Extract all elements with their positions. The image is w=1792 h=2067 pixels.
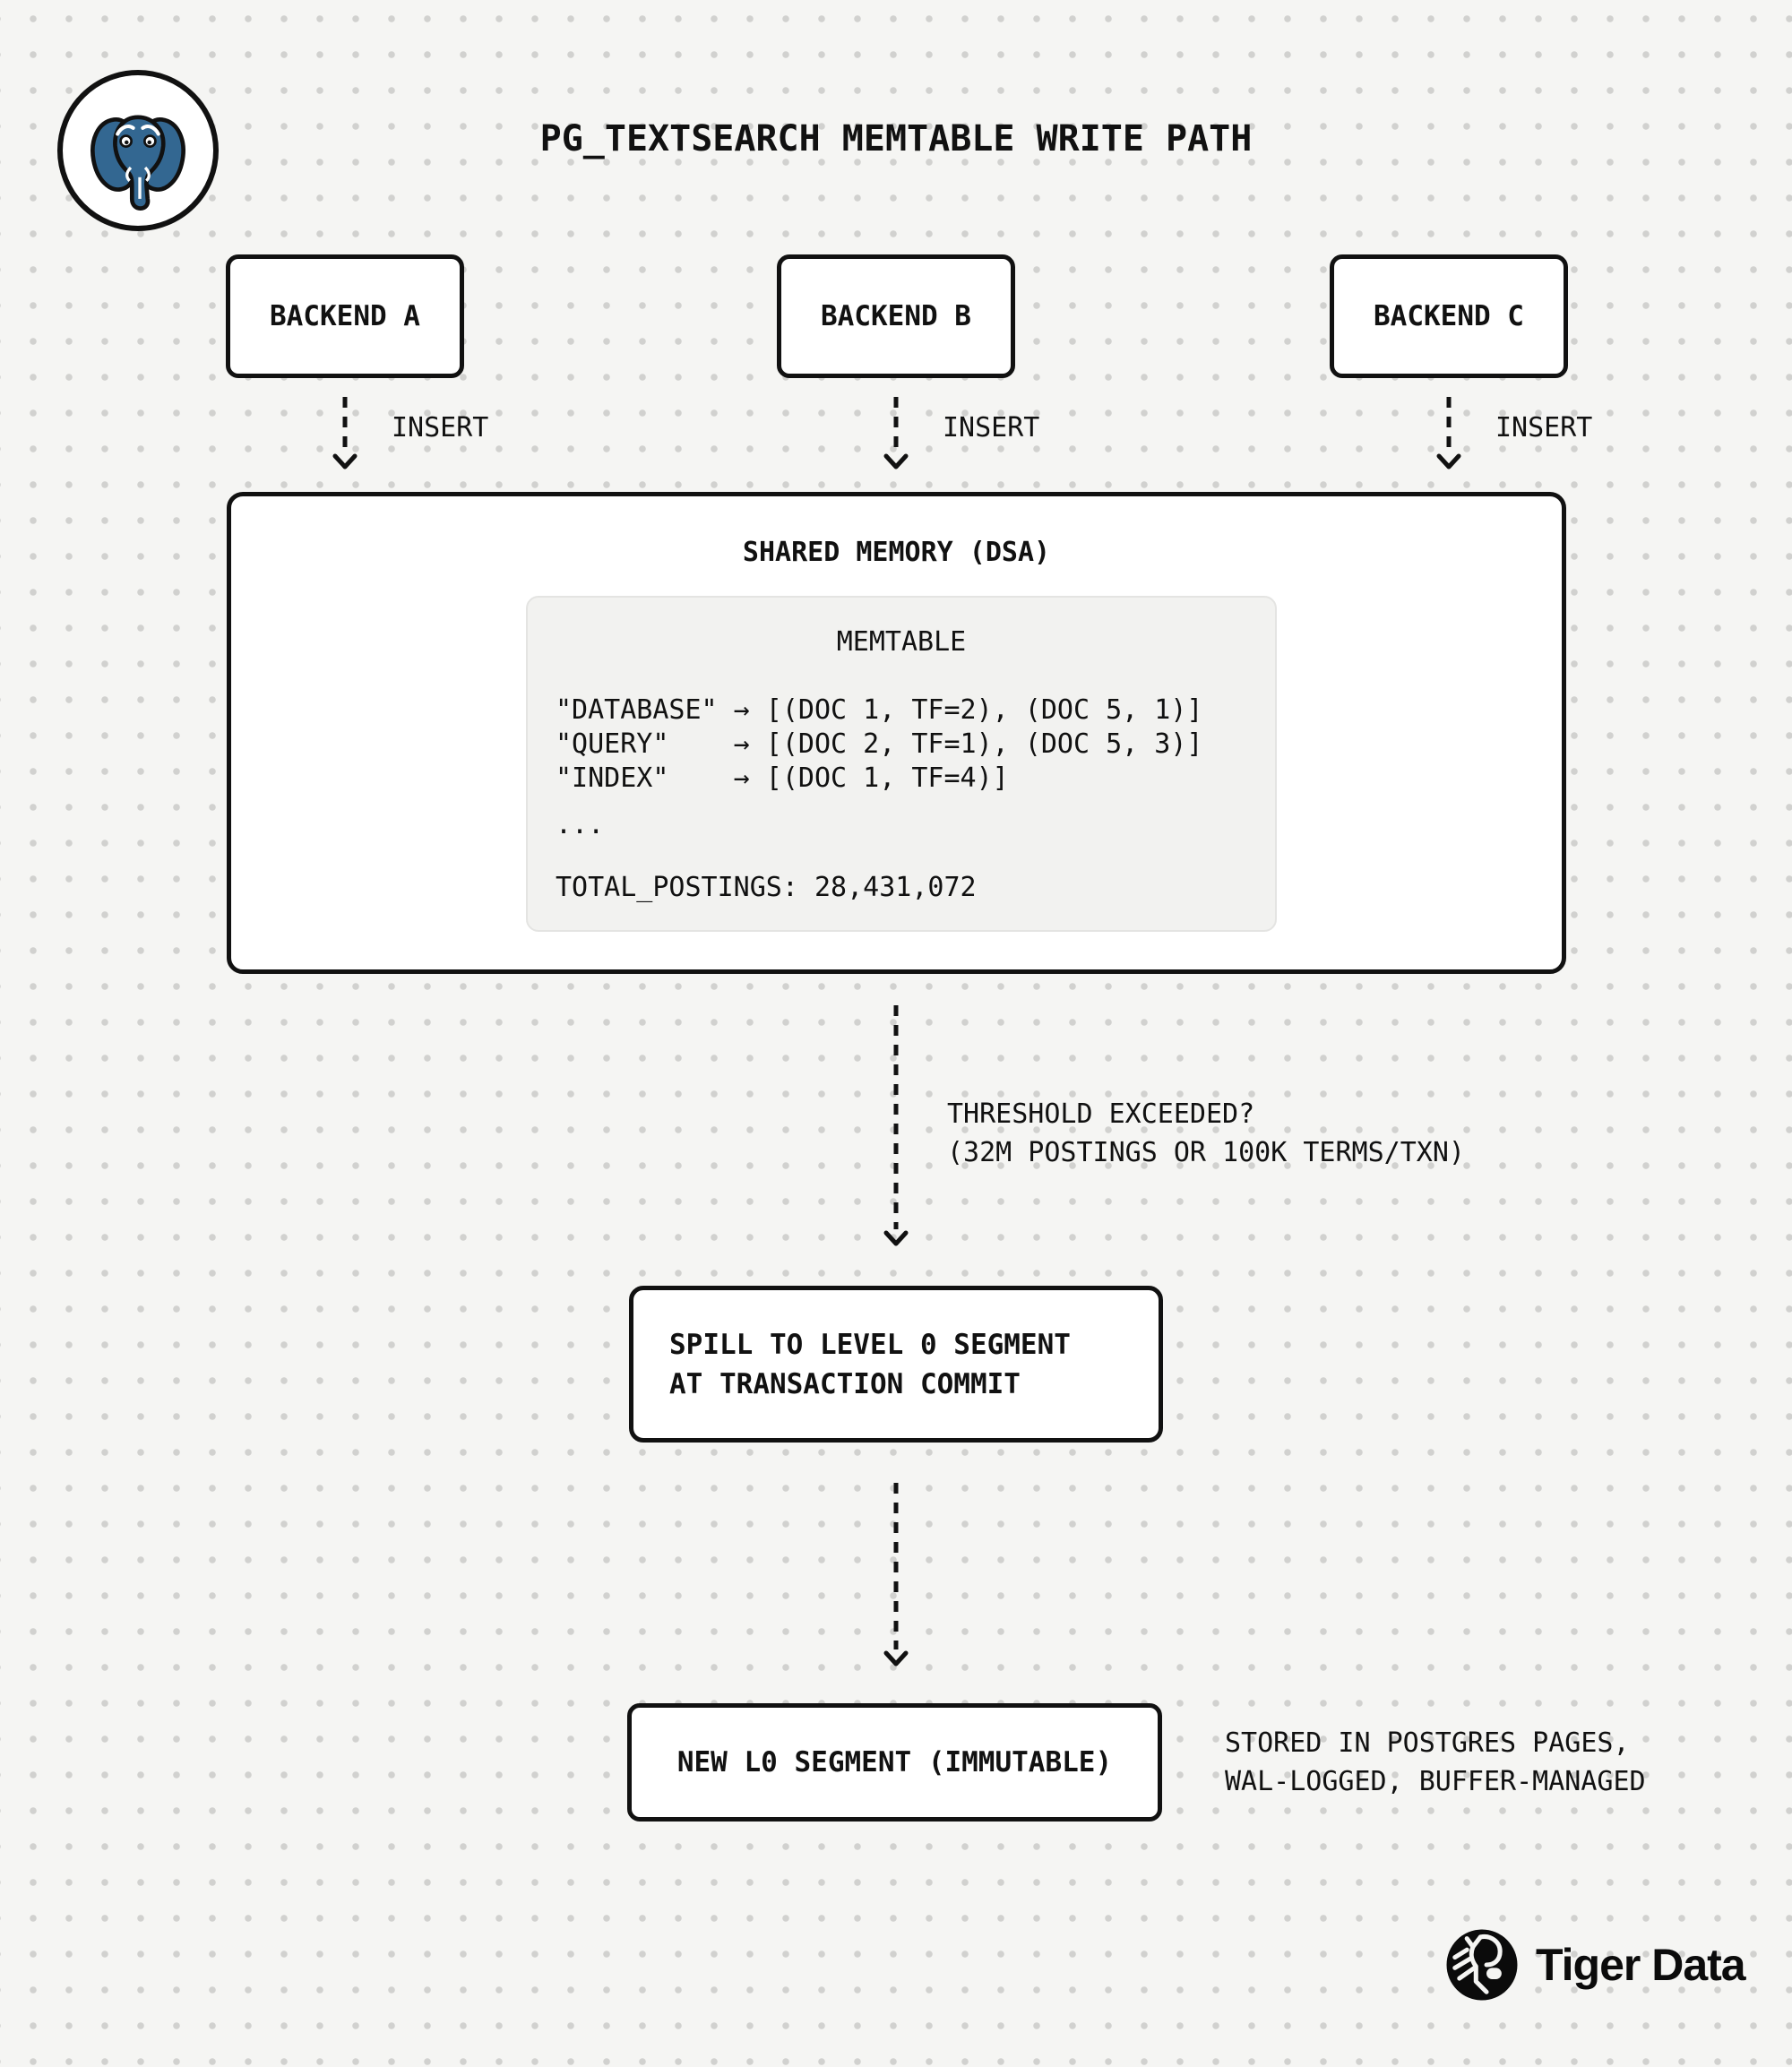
backend-b-node: BACKEND B: [777, 254, 1015, 378]
backend-c-node: BACKEND C: [1330, 254, 1568, 378]
insert-label-c: INSERT: [1495, 412, 1593, 444]
memtable-panel: [526, 596, 1277, 932]
segment-note-line1: STORED IN POSTGRES PAGES,: [1225, 1727, 1630, 1759]
shared-memory-title: SHARED MEMORY (DSA): [742, 537, 1051, 568]
backend-a-label: BACKEND A: [270, 300, 420, 332]
threshold-annotation: THRESHOLD EXCEEDED? (32M POSTINGS OR 100…: [947, 1095, 1465, 1172]
memtable-total-postings: TOTAL_POSTINGS: 28,431,072: [556, 872, 977, 903]
tiger-data-brand: Tiger Data: [1444, 1926, 1746, 2003]
insert-label-a: INSERT: [392, 412, 489, 444]
l0-segment-label: NEW L0 SEGMENT (IMMUTABLE): [676, 1746, 1113, 1778]
insert-arrow-c: [1436, 397, 1461, 469]
backend-a-node: BACKEND A: [226, 254, 464, 378]
memtable-entry-index: "INDEX" → [(DOC 1, TF=4)]: [556, 762, 1009, 794]
memtable-entry-query: "QUERY" → [(DOC 2, TF=1), (DOC 5, 3)]: [556, 728, 1203, 760]
insert-label-b: INSERT: [943, 412, 1040, 444]
spill-line2: AT TRANSACTION COMMIT: [669, 1367, 1021, 1400]
memtable-entries: "DATABASE" → [(DOC 1, TF=2), (DOC 5, 1)]…: [556, 693, 1202, 905]
insert-arrow-a: [332, 397, 358, 469]
postgresql-logo: [57, 70, 219, 231]
tiger-data-wordmark: Tiger Data: [1536, 1940, 1746, 1990]
memtable-entry-database: "DATABASE" → [(DOC 1, TF=2), (DOC 5, 1)]: [556, 694, 1203, 726]
insert-arrow-b: [883, 397, 909, 469]
backend-c-label: BACKEND C: [1374, 300, 1524, 332]
spill-node: SPILL TO LEVEL 0 SEGMENT AT TRANSACTION …: [629, 1286, 1163, 1443]
tiger-data-icon: [1446, 1929, 1518, 2001]
segment-note-line2: WAL-LOGGED, BUFFER-MANAGED: [1225, 1766, 1646, 1797]
memtable-title: MEMTABLE: [836, 626, 967, 658]
threshold-line2: (32M POSTINGS OR 100K TERMS/TXN): [947, 1137, 1465, 1168]
threshold-line1: THRESHOLD EXCEEDED?: [947, 1098, 1255, 1130]
l0-segment-node: NEW L0 SEGMENT (IMMUTABLE): [627, 1703, 1162, 1822]
spill-to-segment-arrow: [883, 1483, 909, 1667]
backend-b-label: BACKEND B: [821, 300, 971, 332]
page-title: PG_TEXTSEARCH MEMTABLE WRITE PATH: [539, 118, 1253, 159]
postgresql-elephant-icon: [90, 115, 185, 211]
threshold-arrow: [883, 1005, 909, 1246]
memtable-ellipsis: ...: [556, 809, 605, 840]
segment-note: STORED IN POSTGRES PAGES, WAL-LOGGED, BU…: [1225, 1724, 1646, 1801]
spill-line1: SPILL TO LEVEL 0 SEGMENT: [669, 1328, 1071, 1361]
